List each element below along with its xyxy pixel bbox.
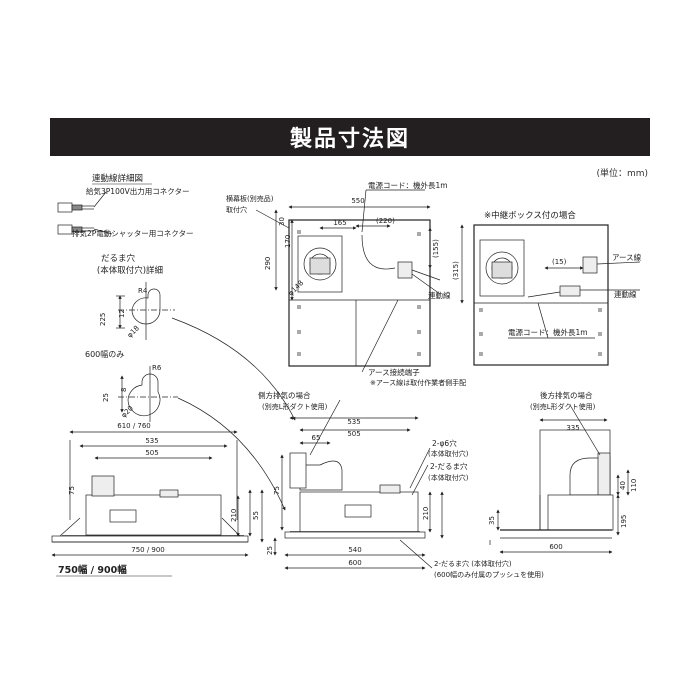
side-exhaust-note-2: (別売L形ダクト使用) (262, 402, 328, 411)
dim-25: 25 (102, 393, 110, 402)
daruma-hole-label: 2-だるま穴 (430, 461, 468, 471)
dim-55: 55 (252, 511, 260, 520)
dim-600: 600 (348, 559, 361, 567)
relay-box-view (460, 224, 641, 366)
earth-wire-label: アース線 (612, 252, 642, 262)
dim-110: 110 (630, 479, 638, 492)
dim-505: 505 (145, 449, 158, 457)
dim-r6: R6 (152, 364, 162, 372)
connector-label-1: 給気3P100V出力用コネクター (86, 186, 189, 196)
front-view-750-900 (51, 430, 264, 557)
daruma-hole-sub: (本体取付穴) (428, 473, 469, 482)
dim-600-25: 25 (266, 546, 274, 555)
dim-600-75: 75 (273, 486, 281, 495)
dim-535: 535 (145, 437, 158, 445)
connector-label-2: 排気2P電動シャッター用コネクター (72, 228, 194, 238)
top-view (255, 189, 441, 373)
dim-195: 195 (620, 515, 628, 528)
earth-note: ※アース線は取付作業者側手配 (370, 378, 466, 387)
front-750-caption: 750幅 / 900幅 (58, 564, 127, 576)
dim-225: 225 (99, 313, 107, 326)
bottom-note-2: (600幅のみ付属のプッシュを使用) (434, 570, 544, 579)
bottom-note-1: 2-だるま穴 (本体取付穴) (434, 559, 512, 568)
dim-170: 170 (284, 235, 292, 248)
dim-40: 40 (619, 481, 627, 490)
dim-290: 290 (264, 257, 272, 270)
dim-610-760: 610 / 760 (117, 422, 151, 430)
dim-550: 550 (351, 197, 364, 205)
link-wire-label: 連動線 (428, 290, 451, 300)
only-600-label: 600幅のみ (85, 349, 124, 359)
rear-exhaust-note-2: (別売L形ダクト使用) (530, 402, 596, 411)
dim-30: 30 (278, 217, 286, 226)
connector-heading: 連動線詳細図 (92, 173, 143, 184)
rear-exhaust-note-1: 後方排気の場合 (540, 390, 593, 400)
relay-power-cord-label: 電源コード：機外長1m (508, 327, 588, 337)
dim-r4: R4 (138, 287, 148, 295)
daruma-heading-1: だるま穴 (101, 253, 136, 264)
dim-600-535: 535 (347, 418, 360, 426)
side-exhaust-note-1: 側方排気の場合 (258, 390, 311, 400)
dim-75: 75 (68, 486, 76, 495)
dim-65: 65 (312, 434, 321, 442)
dim-750-900: 750 / 900 (131, 546, 165, 554)
dim-540: 540 (348, 546, 361, 554)
dim-315: (315) (452, 261, 460, 280)
page-title: 製品寸法図 (289, 127, 410, 152)
title-banner: 製品寸法図 (50, 118, 650, 156)
yokomakuita-label-1: 横幕板(別売品) (226, 194, 274, 203)
dim-35: 35 (488, 516, 496, 525)
earth-terminal-label: アース接続端子 (368, 367, 420, 377)
relay-link-wire-label: 連動線 (614, 289, 637, 299)
dim-600-505: 505 (347, 430, 360, 438)
dim-12: 12 (118, 309, 126, 318)
dim-side-600: 600 (549, 543, 562, 551)
dim-600-210: 210 (422, 507, 430, 520)
dim-15: (15) (552, 258, 567, 266)
power-cord-label: 電源コード：機外長1m (368, 180, 448, 190)
dim-220: (220) (376, 217, 395, 225)
dim-155: (155) (432, 239, 440, 258)
hole-phi6-sub: (本体取付穴) (428, 449, 469, 458)
daruma-heading-2: (本体取付穴)詳細 (97, 265, 163, 276)
dim-210: 210 (230, 509, 238, 522)
daruma-hole-detail (116, 282, 178, 422)
hole-phi6-label: 2-φ6穴 (432, 438, 457, 448)
dim-phi18: φ18 (126, 324, 141, 339)
connector-detail (57, 191, 113, 235)
dim-335: 335 (566, 424, 579, 432)
front-view-600 (273, 399, 444, 570)
relay-box-heading: ※中継ボックス付の場合 (484, 210, 576, 221)
dim-8: 8 (120, 388, 128, 392)
yokomakuita-label-2: 取付穴 (226, 205, 247, 214)
side-view (489, 404, 630, 554)
dim-165: 165 (333, 219, 346, 227)
unit-label: (単位：mm) (596, 169, 648, 179)
